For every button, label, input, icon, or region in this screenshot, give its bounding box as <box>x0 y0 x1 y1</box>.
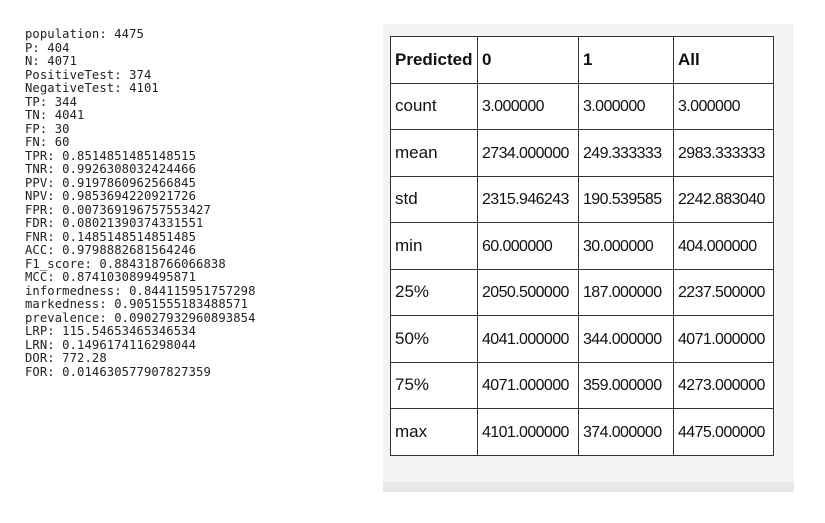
metric-line: FN: 60 <box>25 135 70 149</box>
table-cell: 359.000000 <box>578 361 674 409</box>
metric-line: ACC: 0.9798882681564246 <box>25 243 197 257</box>
table-cell: 2983.333333 <box>673 129 774 177</box>
panel-bottom-edge <box>383 482 794 492</box>
table-cell: 4071.000000 <box>477 361 579 409</box>
table-cell: 249.333333 <box>578 129 674 177</box>
table-cell: 2242.883040 <box>673 175 774 223</box>
metric-line: PPV: 0.9197860962566845 <box>25 175 197 190</box>
table-cell: 3.000000 <box>477 82 579 130</box>
metric-line: FPR: 0.007369196757553427 <box>25 202 211 217</box>
metric-line: F1_score: 0.884318766066838 <box>25 256 226 271</box>
metric-line: MCC: 0.8741030899495871 <box>25 270 197 284</box>
metric-line: population: 4475 <box>25 27 144 41</box>
table-row: max 4101.000000 374.000000 4475.000000 <box>390 408 774 456</box>
table-cell: 60.000000 <box>477 222 579 270</box>
table-cell: 30.000000 <box>578 222 674 270</box>
metric-line: NegativeTest: 4101 <box>25 81 159 95</box>
row-label: 75% <box>390 361 478 409</box>
row-label: max <box>390 408 478 456</box>
table-row: 25% 2050.500000 187.000000 2237.500000 <box>390 268 774 316</box>
metric-line: informedness: 0.844115951757298 <box>25 283 256 298</box>
table-row: min 60.000000 30.000000 404.000000 <box>390 222 774 270</box>
metric-line: TP: 344 <box>25 94 78 109</box>
metric-line: NPV: 0.9853694220921726 <box>25 189 197 203</box>
table-cell: 344.000000 <box>578 315 674 363</box>
table-cell: 404.000000 <box>673 222 774 270</box>
metric-line: TN: 4041 <box>25 108 85 122</box>
metric-line: markedness: 0.9051555183488571 <box>25 297 249 311</box>
metrics-output: population: 4475 P: 404 N: 4071 Positive… <box>25 27 365 379</box>
row-label: 25% <box>390 268 478 316</box>
metric-line: P: 404 <box>25 40 70 55</box>
table-cell: 3.000000 <box>673 82 774 130</box>
table-cell: 4273.000000 <box>673 361 774 409</box>
row-label: min <box>390 222 478 270</box>
metric-line: FDR: 0.08021390374331551 <box>25 216 204 230</box>
row-label: std <box>390 175 478 223</box>
column-header: 1 <box>578 36 674 84</box>
table-row: count 3.000000 3.000000 3.000000 <box>390 82 774 130</box>
table-cell: 4071.000000 <box>673 315 774 363</box>
table-cell: 2315.946243 <box>477 175 579 223</box>
table-cell: 2050.500000 <box>477 268 579 316</box>
table-cell: 374.000000 <box>578 408 674 456</box>
table-row: mean 2734.000000 249.333333 2983.333333 <box>390 129 774 177</box>
metric-line: PositiveTest: 374 <box>25 67 152 82</box>
metric-line: prevalence: 0.09027932960893854 <box>25 310 256 325</box>
row-label: 50% <box>390 315 478 363</box>
table-cell: 2237.500000 <box>673 268 774 316</box>
stats-table-panel: Predicted 0 1 All count 3.000000 3.00000… <box>383 24 794 492</box>
metric-line: DOR: 772.28 <box>25 351 107 365</box>
table-cell: 190.539585 <box>578 175 674 223</box>
table-cell: 2734.000000 <box>477 129 579 177</box>
metric-line: FNR: 0.1485148514851485 <box>25 229 197 244</box>
describe-table: Predicted 0 1 All count 3.000000 3.00000… <box>390 36 774 456</box>
metric-line: TPR: 0.8514851485148515 <box>25 148 197 163</box>
row-label: mean <box>390 129 478 177</box>
table-cell: 4101.000000 <box>477 408 579 456</box>
metric-line: FP: 30 <box>25 121 70 136</box>
table-cell: 4041.000000 <box>477 315 579 363</box>
table-row: 75% 4071.000000 359.000000 4273.000000 <box>390 361 774 409</box>
table-row: std 2315.946243 190.539585 2242.883040 <box>390 175 774 223</box>
metric-line: TNR: 0.9926308032424466 <box>25 162 197 176</box>
metric-line: FOR: 0.014630577907827359 <box>25 364 211 379</box>
table-row: 50% 4041.000000 344.000000 4071.000000 <box>390 315 774 363</box>
table-cell: 187.000000 <box>578 268 674 316</box>
column-header: 0 <box>477 36 579 84</box>
metric-line: LRP: 115.54653465346534 <box>25 324 197 338</box>
metric-line: LRN: 0.1496174116298044 <box>25 337 197 352</box>
column-header: Predicted <box>390 36 478 84</box>
table-header-row: Predicted 0 1 All <box>390 36 774 84</box>
metric-line: N: 4071 <box>25 54 78 68</box>
row-label: count <box>390 82 478 130</box>
table-cell: 4475.000000 <box>673 408 774 456</box>
column-header: All <box>673 36 774 84</box>
table-cell: 3.000000 <box>578 82 674 130</box>
